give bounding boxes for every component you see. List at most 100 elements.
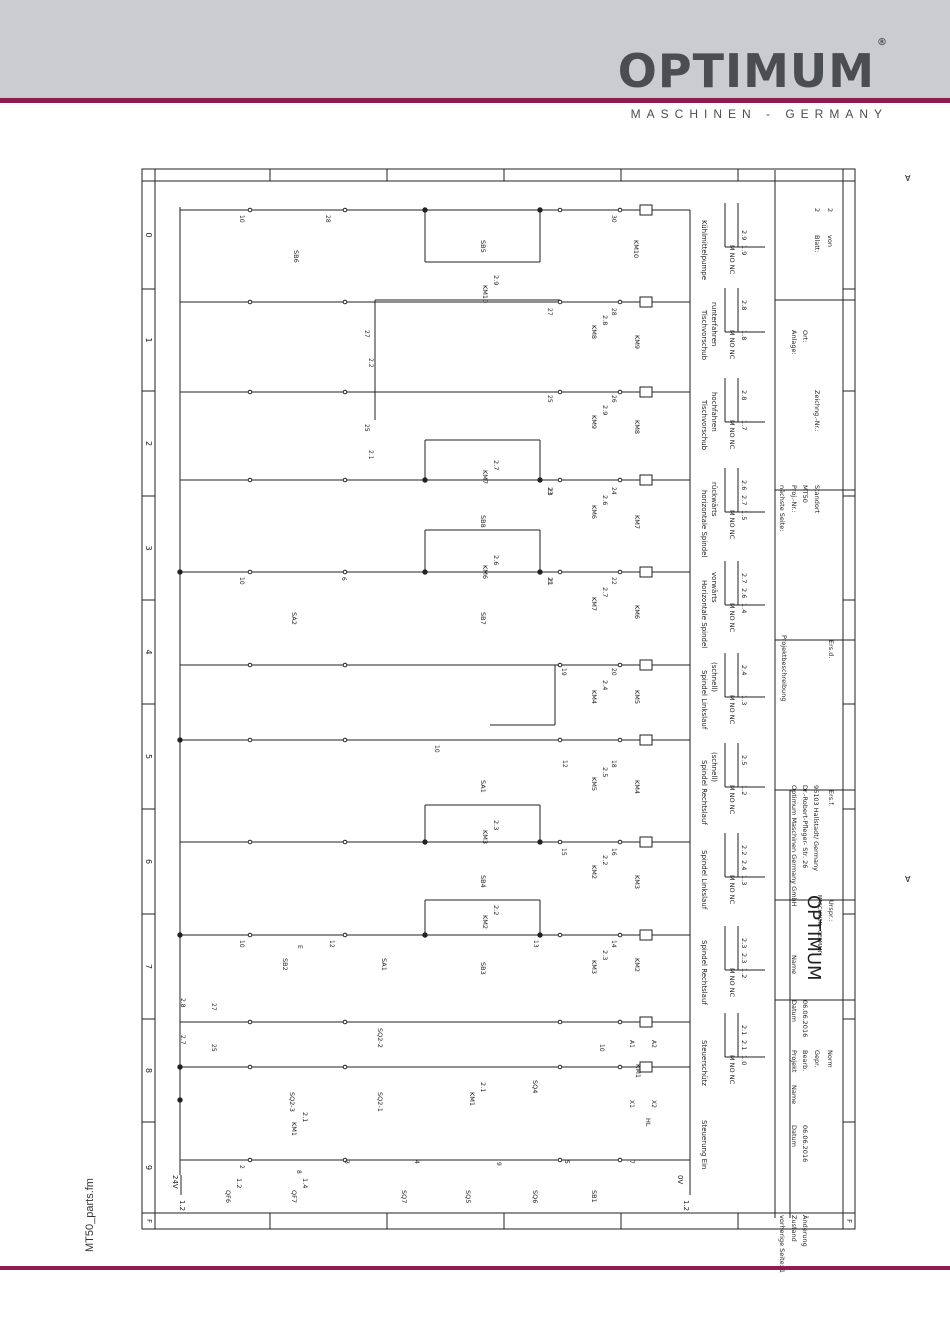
coil-box [639,929,653,941]
frame-col-number: 1 [144,337,153,342]
component-label: KM3 [481,830,489,844]
titleblock-field: Standort [813,485,821,514]
terminal [342,299,348,305]
component-label: KM6 [590,505,598,519]
wire-number: 26 [610,395,617,403]
header-accent-line [0,98,950,103]
terminal [557,1064,563,1070]
junction-dot [537,477,543,483]
circuit-title: Tischvorschub [700,309,708,361]
titleblock-field: Ers.f. [827,790,835,806]
titleblock-field: Optimum Maschinen Germany GmbH [790,785,798,907]
wire-number: E [296,945,303,949]
component-label: KM7 [590,597,598,611]
wire-number: 28 [324,215,331,223]
wire-number: 25 [210,1044,217,1052]
wire-number: X2 [650,1100,657,1108]
contact-table-head: M NO NC [728,603,736,633]
terminal [247,389,253,395]
wire-number: 2.1 [367,450,374,460]
component-label: SB7 [479,612,487,625]
component-label: 2.2 [492,905,500,915]
junction-dot [422,207,428,213]
circuit-title: Steuerschütz [700,1040,708,1086]
frame-col-number: 0 [144,232,153,237]
titleblock-field: 2 [813,208,821,212]
frame-letter-f: F [145,1219,153,1223]
component-label: 2.4 [601,680,609,690]
wire-number: 22 [610,577,617,585]
contact-table-head: M NO NC [728,785,736,815]
circuit-subtitle: (schnell) [710,662,718,692]
wire-number: 2.2 [367,358,374,368]
terminal [342,207,348,213]
component-label: SB2 [281,958,289,971]
contact-table-no: 2.3 [740,953,748,963]
component-label: SQ6 [531,1190,539,1203]
wire-number: 2.7 [179,1035,186,1045]
circuit-title: Spindel Rechtslauf [700,760,708,825]
wire-number: 10 [238,940,245,948]
contact-table-head: M NO NC [728,968,736,998]
wire-number: 27 [546,308,553,316]
wire-number: 8 [295,1170,302,1174]
terminal [247,1019,253,1025]
terminal [617,1064,623,1070]
terminal [247,477,253,483]
terminal [342,839,348,845]
terminal [617,662,623,668]
contact-table-nc: 2.7 [740,573,748,583]
wire-number: 9 [495,1162,502,1166]
titleblock-field: Datum [790,1125,798,1147]
rail-ref-bottom: 1.2 [682,1200,690,1211]
titleblock-field: nächste Seite: [778,485,786,531]
contact-table-no: 2.7 [740,495,748,505]
frame-col-number: 2 [144,441,153,446]
circuit-title: Spindel Linkslauf [700,670,708,730]
component-label: 2.7 [601,587,609,597]
circuit-title: Tischvorschub [700,399,708,451]
titleblock-field: Datum [790,1000,798,1022]
terminal [617,839,623,845]
component-label: 2.2 [601,855,609,865]
component-label: SA1 [380,958,388,971]
junction-dot [177,932,183,938]
component-label: 2.9 [492,275,500,285]
titleblock-field: 06.06.2016 [801,1000,809,1037]
titleblock-field: Name [790,955,798,974]
terminal [342,1019,348,1025]
frame-col-number: 3 [144,545,153,550]
wire-number: A1 [628,1040,635,1048]
wire-number: 6 [340,577,347,581]
terminal [247,737,253,743]
terminal [342,477,348,483]
wire-number: 14 [610,940,617,948]
junction-dot [177,1064,183,1070]
contact-table-no: 2.9 [740,230,748,240]
contact-table-nc: 2.5 [740,755,748,765]
terminal [342,1157,348,1163]
component-label: KM6 [633,605,641,619]
junction-dot [422,569,428,575]
wire-number: 4 [413,1160,420,1164]
titleblock-logo-sub: MASCHINEN - GERMANY [816,895,822,956]
component-label: KM10 [481,285,489,303]
wire-number: 12 [328,940,335,948]
component-label: KM3 [590,960,598,974]
circuit-lines [142,169,855,1229]
frame-col-number: 6 [144,859,153,864]
junction-dot [537,839,543,845]
wire-number: 27 [210,1003,217,1011]
component-label: SB1 [590,1190,598,1203]
contact-table-m: 1.4 [740,603,748,613]
terminal [342,1064,348,1070]
contact-table-m: 1.9 [740,245,748,255]
terminal [617,207,623,213]
rail-ref-top: 1.2 [178,1200,186,1211]
wire-number: 23 [546,488,553,496]
wire-number: 20 [610,668,617,676]
terminal [342,662,348,668]
terminal [617,1157,623,1163]
component-label: 1.2 [235,1178,243,1188]
contact-table-m: 1.7 [740,420,748,430]
